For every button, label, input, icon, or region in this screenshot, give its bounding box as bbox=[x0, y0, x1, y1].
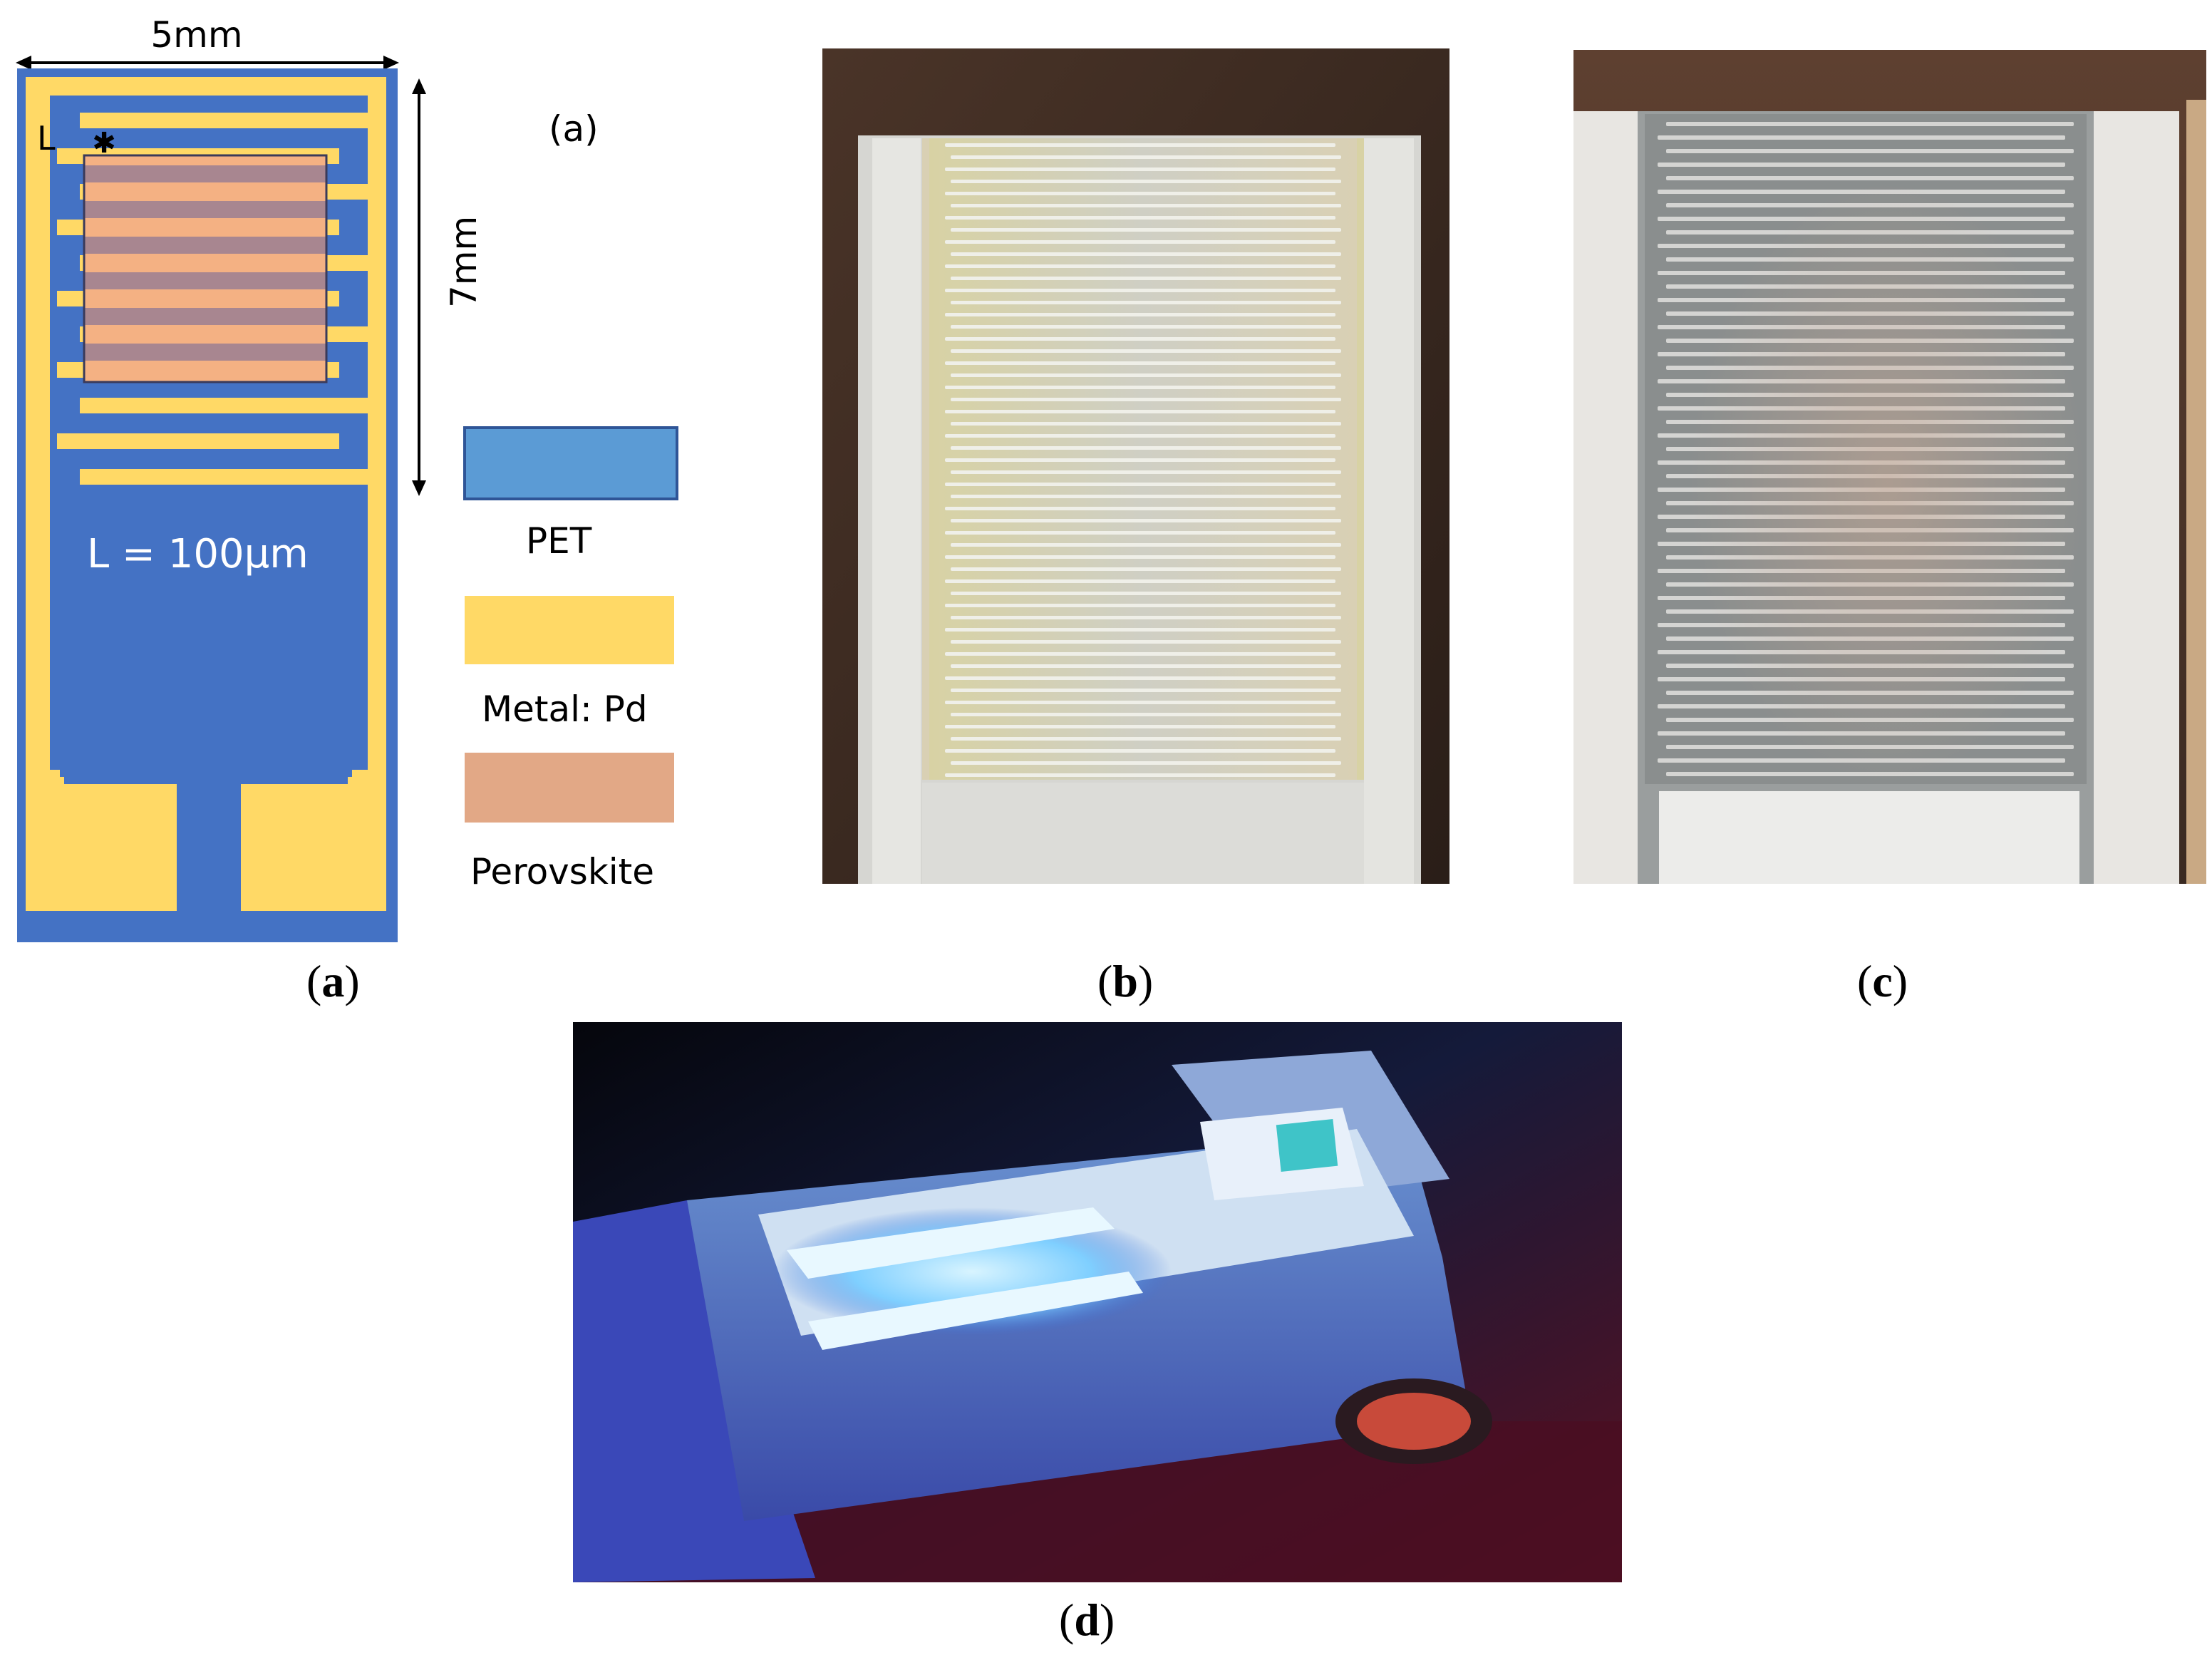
height-label: 7mm bbox=[443, 216, 485, 308]
perovskite-active-area bbox=[1276, 1118, 1338, 1172]
caption-d: (d) bbox=[1059, 1594, 1115, 1645]
panel-b-photo bbox=[822, 48, 1449, 884]
l-marker: L bbox=[37, 119, 56, 158]
inner-panel-tag: (a) bbox=[549, 108, 599, 150]
caption-b: (b) bbox=[1097, 956, 1154, 1006]
perovskite-layer bbox=[83, 154, 328, 383]
star-marker: ✱ bbox=[92, 127, 116, 160]
legend-swatch-pet bbox=[463, 426, 678, 500]
width-dimension-arrow bbox=[16, 56, 399, 70]
legend-label-perovskite: Perovskite bbox=[470, 851, 654, 892]
legend-swatch-perovskite bbox=[465, 753, 674, 823]
panel-a-schematic: 5mm 7mm bbox=[16, 14, 678, 942]
caption-c: (c) bbox=[1857, 956, 1908, 1006]
center-stem bbox=[178, 777, 239, 942]
height-dimension-arrow bbox=[412, 78, 426, 496]
caption-d-letter: d bbox=[1074, 1594, 1100, 1645]
center-electrode-area bbox=[60, 499, 352, 777]
legend-swatch-metal bbox=[465, 596, 674, 664]
width-label: 5mm bbox=[150, 14, 242, 56]
caption-a-letter: a bbox=[321, 956, 345, 1006]
l-value-label: L = 100μm bbox=[87, 531, 309, 577]
panel-d-photo bbox=[573, 1022, 1622, 1582]
legend: PET Metal: Pd Perovskite bbox=[463, 426, 678, 892]
caption-b-letter: b bbox=[1112, 956, 1138, 1006]
caption-a: (a) bbox=[306, 956, 360, 1006]
legend-label-pet: PET bbox=[526, 520, 592, 562]
caption-c-letter: c bbox=[1872, 956, 1893, 1006]
panel-c-photo bbox=[1573, 50, 2206, 884]
legend-label-metal: Metal: Pd bbox=[482, 689, 648, 730]
